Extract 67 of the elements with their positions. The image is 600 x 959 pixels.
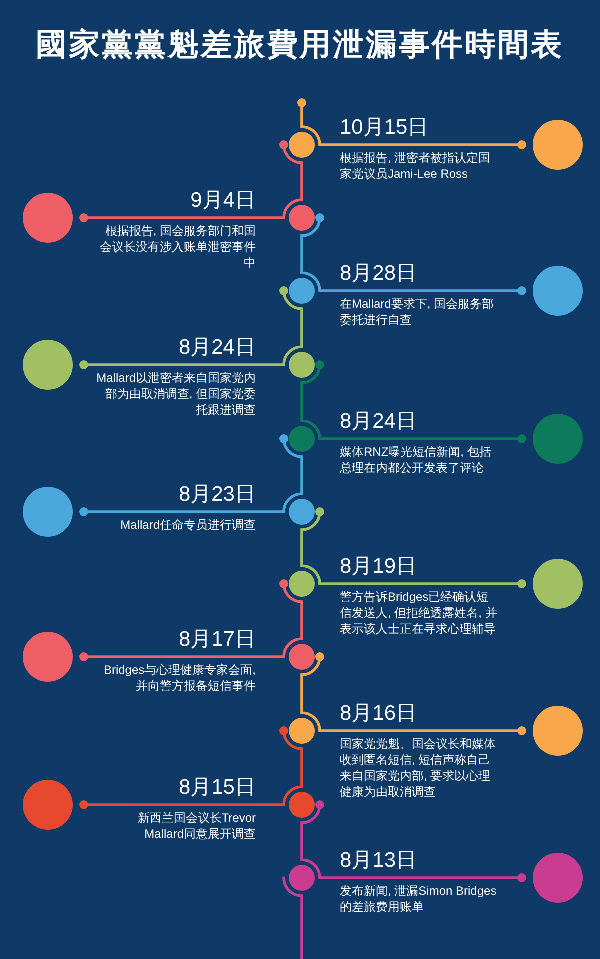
branch-line bbox=[318, 286, 526, 296]
timeline-line bbox=[300, 800, 324, 880]
event-description: 根据报告, 国会服务部门和国会议长没有涉入账单泄密事件中 bbox=[99, 223, 256, 271]
timeline-line bbox=[280, 434, 304, 514]
timeline-line bbox=[298, 98, 322, 146]
date-label: 8月28日 bbox=[340, 262, 418, 286]
event-description: Bridges与心理健康专家会面, 并向警方报备短信事件 bbox=[102, 662, 256, 694]
event-description: 媒体RNZ曝光短信新闻, 包括总理在内都公开发表了评论 bbox=[340, 444, 492, 476]
date-label: 8月17日 bbox=[178, 628, 256, 652]
event-circle bbox=[23, 340, 73, 390]
date-label: 10月15日 bbox=[340, 116, 429, 140]
event-circle bbox=[533, 853, 583, 903]
event-circle bbox=[533, 559, 583, 609]
event-circle bbox=[533, 706, 583, 756]
date-label: 8月15日 bbox=[178, 776, 256, 800]
branch-line bbox=[80, 652, 286, 662]
branch-line bbox=[80, 800, 286, 810]
branch-line bbox=[80, 508, 286, 516]
title: 國家黨黨魁差旅費用泄漏事件時間表 bbox=[36, 26, 564, 64]
event-description: 发布新闻, 泄漏Simon Bridges的差旅费用账单 bbox=[340, 883, 498, 915]
timeline-dot bbox=[289, 792, 315, 818]
timeline-dot bbox=[289, 644, 315, 670]
timeline-line bbox=[300, 214, 324, 292]
timeline-dot bbox=[289, 426, 315, 452]
date-label: 8月23日 bbox=[178, 483, 256, 507]
timeline-line bbox=[300, 360, 324, 440]
event-circle bbox=[23, 193, 73, 243]
timeline-dot bbox=[289, 499, 315, 525]
event-description: 新西兰国会议长Trevor Mallard同意展开调查 bbox=[136, 810, 256, 842]
timeline-dot bbox=[289, 352, 315, 378]
timeline-line bbox=[280, 140, 304, 220]
branch-line bbox=[80, 214, 286, 222]
event-circle bbox=[533, 266, 583, 316]
branch-line bbox=[318, 726, 526, 736]
timeline-line bbox=[280, 286, 304, 366]
timeline-dot bbox=[289, 132, 315, 158]
event-description: 在Mallard要求下, 国会服务部委托进行自查 bbox=[340, 296, 496, 328]
timeline-dot bbox=[289, 278, 315, 304]
timeline-line bbox=[280, 726, 304, 806]
event-description: Mallard任命专员进行调查 bbox=[120, 517, 256, 533]
timeline-line bbox=[300, 652, 324, 732]
event-description: Mallard以泄密者来自国家党内部为由取消调查, 但国家党委托跟进调查 bbox=[96, 370, 256, 418]
event-circle bbox=[23, 487, 73, 537]
timeline-line bbox=[280, 580, 304, 658]
date-label: 8月19日 bbox=[340, 555, 418, 579]
event-circle bbox=[533, 414, 583, 464]
branch-line bbox=[318, 140, 526, 150]
event-circle bbox=[23, 780, 73, 830]
timeline-dot bbox=[289, 571, 315, 597]
date-label: 8月13日 bbox=[340, 849, 418, 873]
date-label: 8月24日 bbox=[340, 410, 418, 434]
timeline-dot bbox=[289, 718, 315, 744]
timeline-line bbox=[300, 508, 324, 586]
event-circle bbox=[23, 632, 73, 682]
event-description: 警方告诉Bridges已经确认短信发送人, 但拒绝透露姓名, 并表示该人士正在寻求心理辅导 bbox=[340, 589, 498, 637]
timeline-dot bbox=[289, 865, 315, 891]
event-description: 国家党党魁、国会议长和媒体收到匿名短信, 短信声称自己来自国家党内部, 要求以心理健康为由取消调查 bbox=[340, 736, 497, 800]
date-label: 9月4日 bbox=[190, 189, 256, 213]
event-circle bbox=[533, 120, 583, 170]
branch-line bbox=[318, 874, 526, 882]
timeline-dot bbox=[289, 205, 315, 231]
date-label: 8月24日 bbox=[178, 336, 256, 360]
event-description: 根据报告, 泄密者被指认定国家党议员Jami-Lee Ross bbox=[340, 150, 492, 182]
branch-line bbox=[80, 360, 286, 370]
branch-line bbox=[318, 580, 526, 588]
branch-line bbox=[318, 434, 526, 444]
date-label: 8月16日 bbox=[340, 702, 418, 726]
